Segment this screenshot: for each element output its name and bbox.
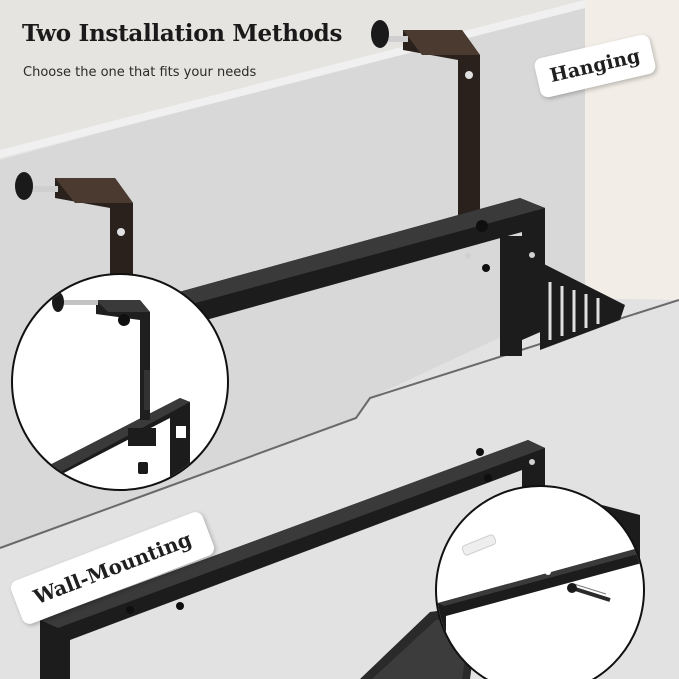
page-title: Two Installation Methods (22, 20, 343, 47)
screw-icon (567, 583, 611, 602)
wall-frame (40, 440, 545, 679)
hanging-frame (150, 198, 545, 356)
divider-line (0, 299, 679, 549)
detail-circle-anchor (435, 485, 645, 679)
thumb-screw-icon (15, 172, 58, 200)
nut-icon (138, 462, 148, 474)
wall-anchor-icon (461, 534, 497, 556)
hook-right (403, 30, 480, 220)
basket-slats (540, 262, 625, 350)
detail-circle-bracket (11, 273, 229, 491)
page-subtitle: Choose the one that fits your needs (23, 65, 257, 80)
hook-left (55, 178, 133, 290)
thumb-screw-icon-right (371, 20, 408, 48)
